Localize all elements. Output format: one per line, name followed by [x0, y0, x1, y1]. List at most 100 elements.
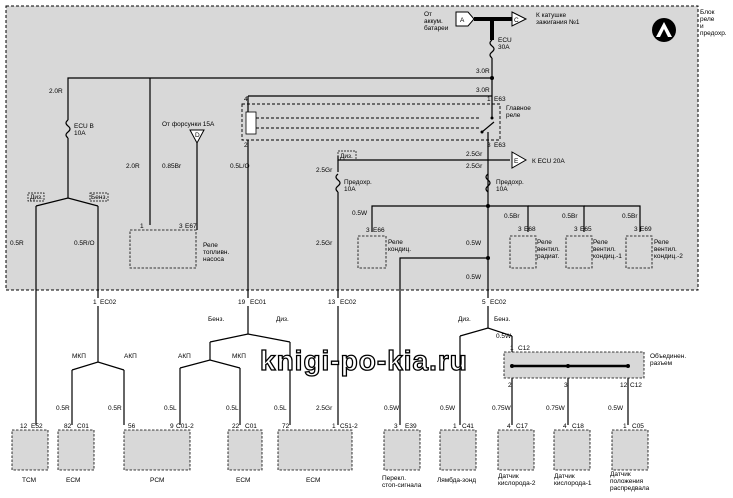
svg-text:82: 82 [64, 423, 72, 430]
svg-text:МКП: МКП [72, 353, 86, 360]
svg-text:EC02: EC02 [340, 299, 357, 306]
cond-fan-relay-1 [565, 235, 593, 269]
ecm-box-3 [277, 429, 353, 471]
svg-text:Бенз.: Бенз. [494, 316, 510, 323]
tcm-box [11, 429, 49, 471]
svg-text:C05: C05 [632, 423, 644, 430]
svg-text:0.5R: 0.5R [108, 405, 122, 412]
camshaft-sensor-box [611, 429, 649, 471]
pcm-box [123, 429, 191, 471]
svg-text:C41: C41 [462, 423, 474, 430]
svg-text:E69: E69 [640, 226, 652, 233]
svg-text:3: 3 [487, 142, 491, 149]
svg-text:3: 3 [574, 226, 578, 233]
svg-text:C17: C17 [516, 423, 528, 430]
svg-text:2.0R: 2.0R [126, 163, 140, 170]
svg-text:2.0R: 2.0R [49, 88, 63, 95]
svg-text:0.85Br: 0.85Br [162, 163, 182, 170]
svg-text:Предохр.10A: Предохр.10A [496, 179, 524, 193]
svg-text:C51-2: C51-2 [340, 423, 358, 430]
svg-text:МКП: МКП [232, 353, 246, 360]
cond-relay [357, 235, 387, 269]
svg-text:56: 56 [128, 423, 136, 430]
svg-text:0.5L/O: 0.5L/O [230, 163, 250, 170]
bottom-components: 12 E52 TCM 82 C01 ECM 56 9 C01-2 PCM 22 … [11, 423, 650, 492]
lambda-sensor-box [439, 429, 477, 471]
ecm-box-2 [227, 429, 263, 471]
svg-text:0.5W: 0.5W [608, 405, 624, 412]
svg-text:EC01: EC01 [250, 299, 267, 306]
svg-text:22: 22 [232, 423, 240, 430]
svg-text:Предохр.10A: Предохр.10A [344, 179, 372, 193]
svg-text:12: 12 [20, 423, 28, 430]
svg-text:E63: E63 [494, 96, 506, 103]
svg-text:72: 72 [282, 423, 290, 430]
svg-text:Бенз.: Бенз. [208, 316, 224, 323]
connector-a [455, 11, 475, 27]
svg-text:1: 1 [510, 345, 514, 352]
svg-text:13: 13 [328, 299, 336, 306]
fuse-10a-mid-icon [335, 173, 341, 193]
svg-text:К ECU 20A: К ECU 20A [532, 158, 565, 165]
oxygen-sensor-2-box [497, 429, 535, 471]
svg-text:D: D [195, 132, 200, 139]
svg-text:2: 2 [508, 382, 512, 389]
svg-text:От форсунки 15A: От форсунки 15A [162, 121, 215, 128]
svg-text:4: 4 [563, 423, 567, 430]
svg-text:2.5Gr: 2.5Gr [316, 405, 333, 412]
svg-text:E39: E39 [405, 423, 417, 430]
svg-text:3: 3 [518, 226, 522, 233]
svg-text:C12: C12 [518, 345, 530, 352]
bottom-wire-labels: 0.5R 0.5R 0.5L 0.5L 0.5L 2.5Gr 0.5W 0.5W… [56, 405, 624, 412]
svg-text:0.5W: 0.5W [466, 274, 482, 281]
watermark: knigi-po-kia.ru [260, 345, 468, 376]
svg-text:9: 9 [170, 423, 174, 430]
oxygen-sensor-1-box [553, 429, 591, 471]
svg-text:3.0R: 3.0R [476, 68, 490, 75]
svg-text:Диз.: Диз. [30, 194, 43, 201]
svg-text:3.0R: 3.0R [476, 87, 490, 94]
svg-text:C12: C12 [630, 382, 642, 389]
svg-text:0.75W: 0.75W [492, 405, 512, 412]
radiator-fan-relay [509, 235, 537, 269]
svg-text:1: 1 [623, 423, 627, 430]
svg-text:3: 3 [564, 382, 568, 389]
svg-text:0.5L: 0.5L [164, 405, 177, 412]
connector-d [189, 129, 205, 145]
svg-text:EC02: EC02 [100, 299, 117, 306]
svg-text:3: 3 [179, 223, 183, 230]
fuse-ecu-30a-icon [489, 39, 495, 59]
svg-text:Бенз.: Бенз. [91, 194, 107, 201]
svg-text:Диз.: Диз. [276, 316, 289, 323]
svg-text:0.5Br: 0.5Br [622, 213, 638, 220]
svg-text:5: 5 [482, 299, 486, 306]
svg-text:0.5R/O: 0.5R/O [74, 240, 95, 247]
svg-text:3: 3 [634, 226, 638, 233]
svg-text:1: 1 [487, 96, 491, 103]
svg-text:0.5W: 0.5W [466, 240, 482, 247]
svg-text:0.5R: 0.5R [10, 240, 24, 247]
svg-text:4: 4 [244, 96, 248, 103]
svg-text:12: 12 [620, 382, 628, 389]
svg-text:2.5Gr: 2.5Gr [466, 151, 483, 158]
svg-text:4: 4 [507, 423, 511, 430]
svg-text:E68: E68 [524, 226, 536, 233]
svg-text:E52: E52 [31, 423, 43, 430]
svg-text:Перекл.стоп-сигнала: Перекл.стоп-сигнала [382, 475, 422, 489]
svg-text:E63: E63 [494, 142, 506, 149]
cond-fan-relay-2 [625, 235, 653, 269]
